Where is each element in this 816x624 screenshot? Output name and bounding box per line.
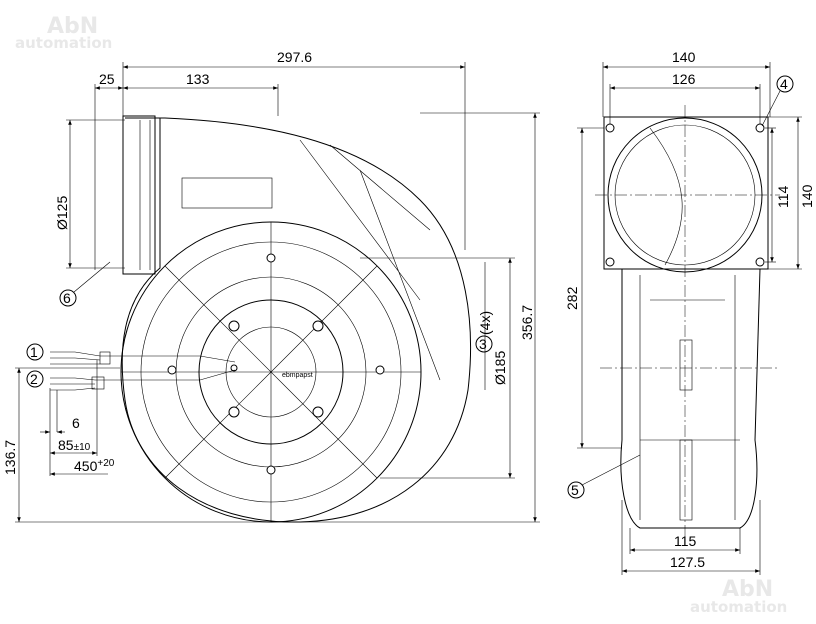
dim-127-5: 127.5 [670,554,705,570]
front-dimension-labels: 140 126 114 140 282 115 127.5 [564,49,815,570]
svg-text:automation: automation [690,598,787,616]
dim-140-height: 140 [799,184,815,208]
dim-140-width: 140 [672,49,696,65]
callout-2: 2 [26,370,44,388]
front-dimensions [577,62,802,575]
brand-label: ebmpapst [282,372,313,379]
svg-text:automation: automation [15,34,112,52]
callout-6: 6 [59,261,111,307]
watermark-bottom-right: AbN automation [690,577,787,616]
svg-text:3: 3 [479,336,487,352]
dim-114: 114 [775,185,791,208]
dim-4x: (4x) [477,311,493,335]
svg-text:5: 5 [571,482,579,498]
svg-text:AbN: AbN [47,14,98,39]
side-dimensions [15,62,540,523]
svg-text:1: 1 [30,344,38,360]
front-view: 140 126 114 140 282 115 127.5 4 5 [564,49,815,575]
svg-text:6: 6 [63,290,71,306]
dim-6: 6 [72,415,80,431]
callout-5: 5 [567,454,641,499]
dim-297-6: 297.6 [277,49,312,65]
dim-115: 115 [674,533,697,549]
dim-282: 282 [564,286,580,310]
dim-136-7: 136.7 [2,440,18,475]
callout-3: 3 [475,335,493,353]
dim-356-7: 356.7 [519,305,535,340]
dim-126: 126 [672,71,696,87]
dim-450: 450+20 [74,458,115,474]
dim-d125: Ø125 [54,196,70,230]
dim-85: 85±10 [58,437,91,453]
blower-housing: ebmpapst [120,115,471,523]
dim-133: 133 [186,71,210,87]
callout-4: 4 [761,75,794,127]
flange-and-body [595,105,780,540]
svg-text:AbN: AbN [722,577,773,602]
side-view: ebmpapst [2,49,540,523]
svg-text:2: 2 [30,371,38,387]
side-dimension-labels: 297.6 25 133 Ø125 356.7 Ø185 (4x) 136.7 … [2,49,535,475]
dim-d185: Ø185 [492,351,508,385]
dim-25: 25 [99,71,115,87]
cables [50,351,236,391]
watermark-top-left: AbN automation [15,14,112,52]
callout-1: 1 [26,343,44,361]
svg-text:4: 4 [780,76,788,92]
